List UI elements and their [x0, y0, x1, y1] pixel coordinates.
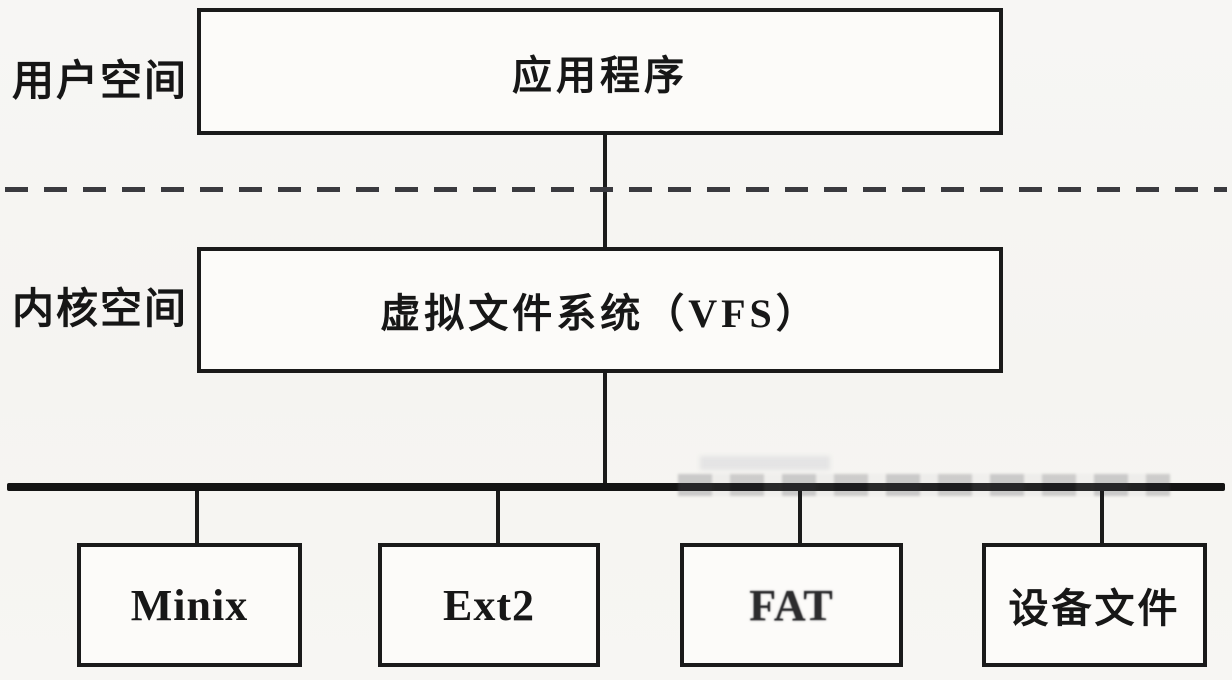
bus-smudge-highlight: [700, 456, 830, 470]
kernel-space-label: 内核空间: [12, 287, 189, 333]
application-box: 应用程序: [197, 8, 1003, 135]
user-kernel-boundary-dashed-line: [5, 187, 1227, 192]
device-files-box: 设备文件: [982, 543, 1207, 667]
device-files-box-label: 设备文件: [1008, 586, 1181, 631]
ext2-box-label: Ext2: [443, 580, 535, 630]
ext2-box: Ext2: [378, 543, 600, 667]
connector-bus-device-files: [1100, 491, 1104, 543]
application-box-label: 应用程序: [512, 52, 688, 98]
bus-line: [7, 483, 1225, 491]
connector-bus-fat: [798, 491, 802, 543]
connector-bus-ext2: [496, 491, 500, 543]
vfs-box-label: 虚拟文件系统（VFS）: [380, 291, 820, 336]
vfs-box: 虚拟文件系统（VFS）: [197, 247, 1003, 373]
minix-box-label: Minix: [130, 580, 249, 630]
fat-box: FAT: [680, 543, 903, 667]
fat-box-label: FAT: [749, 580, 834, 630]
minix-box: Minix: [77, 543, 302, 667]
connector-bus-minix: [195, 491, 199, 543]
user-space-label: 用户空间: [12, 59, 189, 105]
connector-vfs-bus: [603, 373, 607, 483]
